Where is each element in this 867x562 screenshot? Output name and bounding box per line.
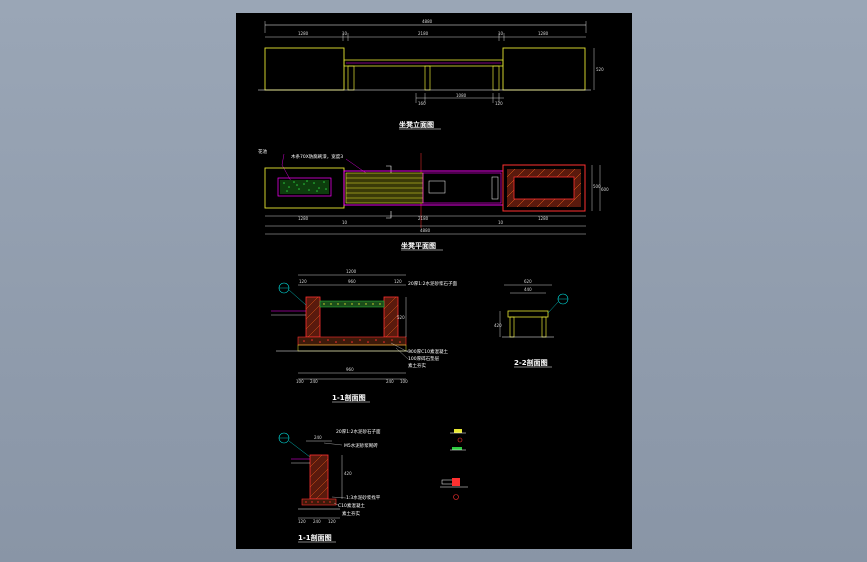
sec11a-dim-bottom-l: 240 <box>310 379 318 384</box>
elev-dim-right: 1280 <box>538 31 549 36</box>
elev-dim-leg-left: 160 <box>418 101 426 106</box>
sec11b-soil: 素土夯实 <box>342 510 360 517</box>
sec22-dim-height: 420 <box>494 323 502 328</box>
sec22-dim-top: 620 <box>524 279 532 284</box>
detail-symbols <box>440 429 468 500</box>
elev-dim-left: 1280 <box>298 31 309 36</box>
elev-dim-gap-left: 10 <box>342 31 348 36</box>
sec11a-dim-bottom-a: 100 <box>296 379 304 384</box>
sec11a-dim-bottom: 960 <box>346 367 354 372</box>
plan-dim-gap-left: 10 <box>342 220 348 225</box>
elev-dim-total: 4880 <box>422 19 433 24</box>
elev-dim-leg-span: 1080 <box>456 93 467 98</box>
sec11a-dim-height: 520 <box>397 315 405 320</box>
plan-dim-right: 1280 <box>538 216 549 221</box>
sec11a-gravel: 100厚碎石垫层 <box>408 355 440 362</box>
sec22-title: 2-2剖面图 <box>514 358 548 367</box>
sec11a-dim-top-a: 120 <box>299 279 307 284</box>
section-1-1-a: 1200 120 960 120 20厚1:2水泥砂浆石子面 <box>271 269 457 403</box>
elev-dim-height: 520 <box>596 67 604 72</box>
sec11a-dim-bottom-r: 240 <box>386 379 394 384</box>
plan-dim-left: 1280 <box>298 216 309 221</box>
elevation-title: 坐凳立面图 <box>399 120 434 129</box>
plan-dim-total: 4880 <box>420 228 431 233</box>
elev-dim-middle: 2180 <box>418 31 429 36</box>
sec11b-finish: 20厚1:2水泥砂石子面 <box>336 428 381 435</box>
plan-dim-gap-right: 10 <box>498 220 504 225</box>
sec22-dim-inner: 440 <box>524 287 532 292</box>
plan-title: 坐凳平面图 <box>401 241 436 250</box>
sec11b-concrete: C10素混凝土 <box>338 502 365 509</box>
elevation-view: 4880 1280 10 2180 10 1280 <box>258 19 604 130</box>
sec11a-top-note: 20厚1:2水泥砂浆石子面 <box>408 280 457 287</box>
sec11a-concrete: 300厚C10素混凝土 <box>408 348 448 355</box>
sec11b-dim-width: 240 <box>314 435 322 440</box>
sec11a-dim-top-c: 120 <box>394 279 402 284</box>
sec11b-mortar: M5水泥砂浆砌砖 <box>344 442 378 449</box>
plan-label-wood: 木条70X防腐刷漆，宽度3 <box>291 153 343 160</box>
sec11a-title: 1-1剖面图 <box>332 393 366 402</box>
plan-view: 花池 木条70X防腐刷漆，宽度3 <box>258 148 609 251</box>
plan-label-planting: 花池 <box>258 148 267 155</box>
elev-dim-leg-right: 120 <box>495 101 503 106</box>
drawing-sheet[interactable]: 4880 1280 10 2180 10 1280 <box>236 13 632 549</box>
sec11a-dim-top-b: 960 <box>348 279 356 284</box>
plan-dim-side-a: 500 <box>593 184 601 189</box>
drawing-canvas: 4880 1280 10 2180 10 1280 <box>258 19 609 543</box>
sec11b-dim-height: 420 <box>344 471 352 476</box>
sec11a-dim-bottom-b: 100 <box>400 379 408 384</box>
sec11b-waterproof: 1:3水泥砂浆找平 <box>346 494 381 501</box>
sec11b-title: 1-1剖面图 <box>298 533 332 542</box>
elev-dim-gap-right: 10 <box>498 31 504 36</box>
sec11a-soil: 素土夯实 <box>408 362 426 369</box>
section-2-2: 620 440 420 2-2剖面图 <box>494 279 569 368</box>
plan-dim-middle: 2180 <box>418 216 429 221</box>
sec11b-dim-bottom-c: 120 <box>328 519 336 524</box>
sec11b-dim-bottom-a: 120 <box>298 519 306 524</box>
section-1-1-b: 20厚1:2水泥砂石子面 M5水泥砂浆砌砖 240 <box>278 428 381 543</box>
sec11a-dim-top: 1200 <box>346 269 357 274</box>
plan-dim-side-b: 600 <box>601 187 609 192</box>
sec11b-dim-bottom-b: 240 <box>313 519 321 524</box>
